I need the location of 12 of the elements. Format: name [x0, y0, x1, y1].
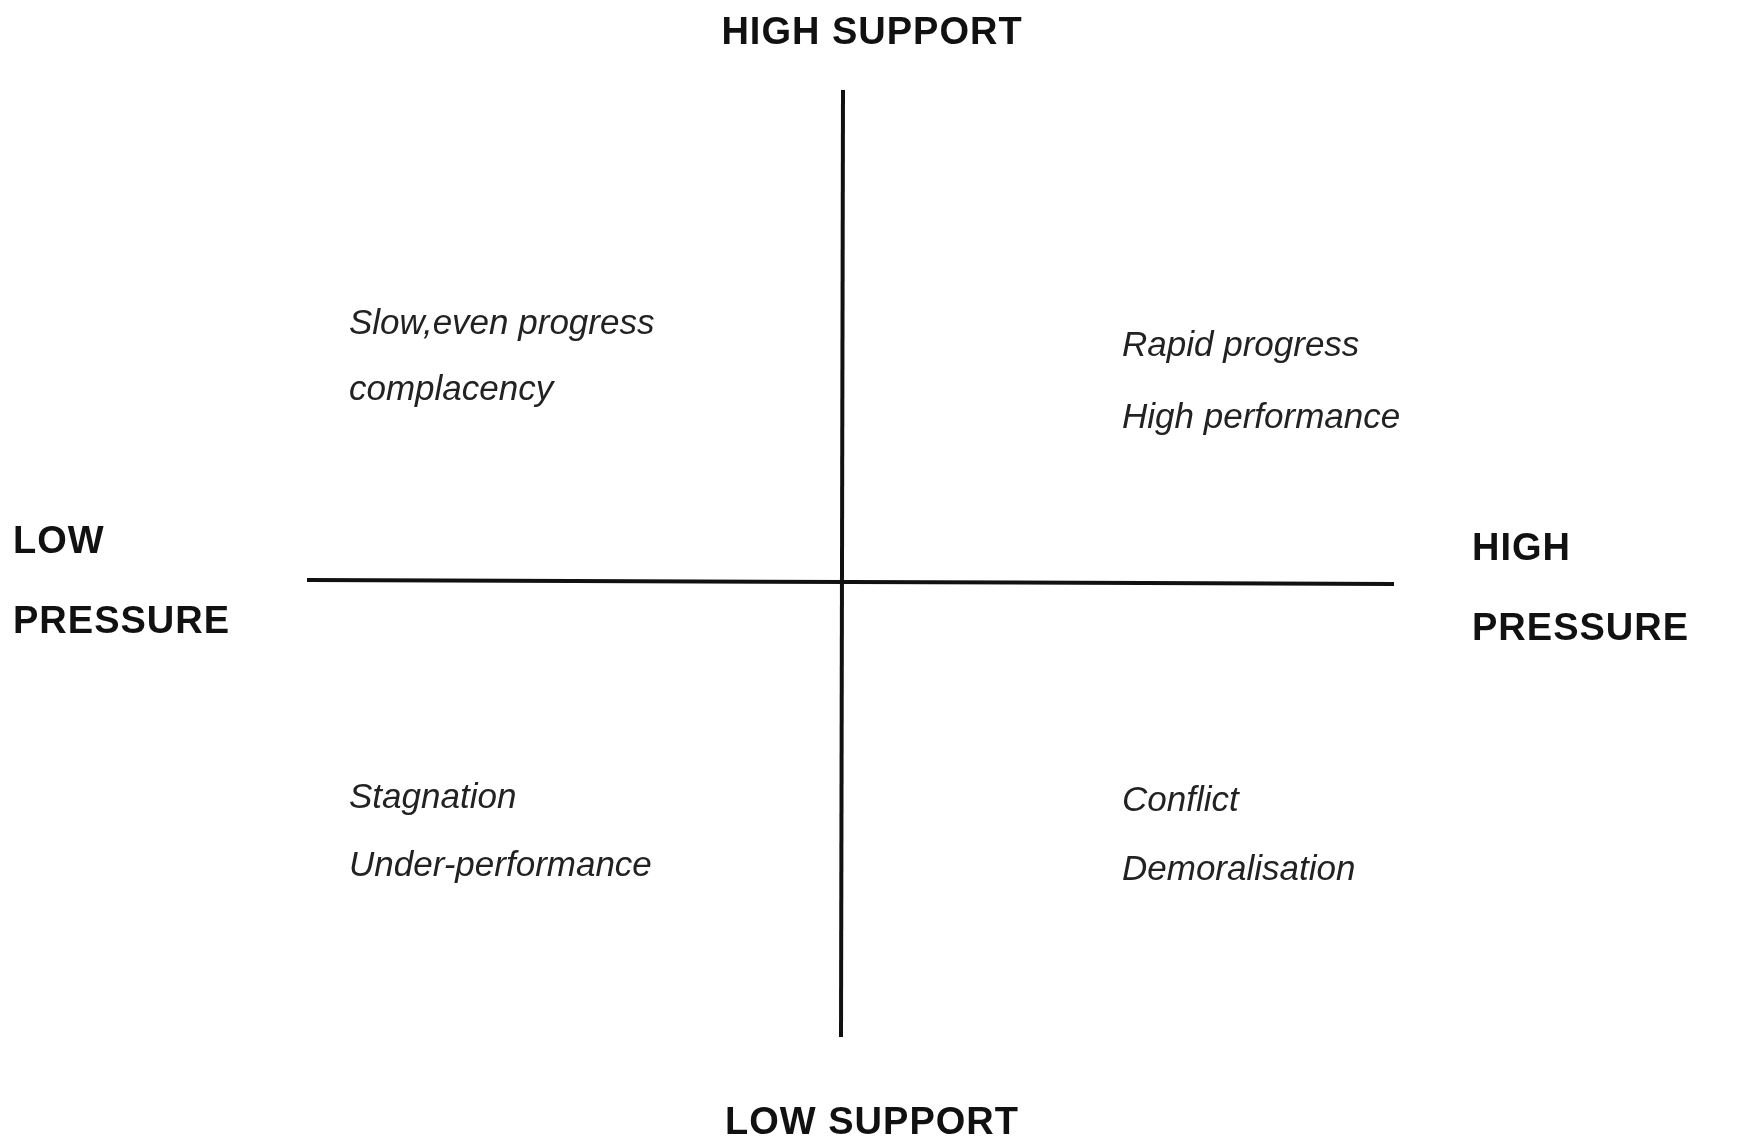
axis-label: HIGH PRESSURE [1472, 525, 1691, 650]
quadrant-label: High performance [1122, 396, 1401, 436]
quadrant-label: Conflict [1122, 779, 1239, 819]
axis-label: LOW PRESSURE [13, 518, 232, 643]
quadrant-label: Stagnation [349, 776, 517, 816]
quadrant-label: Slow,even progress [349, 302, 655, 342]
axis-label: HIGH SUPPORT [721, 10, 1023, 53]
axis-label: LOW SUPPORT [725, 1100, 1019, 1143]
quadrant-label: Demoralisation [1122, 848, 1356, 888]
quadrant-label: Under-performance [349, 844, 652, 884]
quadrant-label: Rapid progress [1122, 324, 1360, 364]
quadrant-label: complacency [349, 368, 554, 408]
